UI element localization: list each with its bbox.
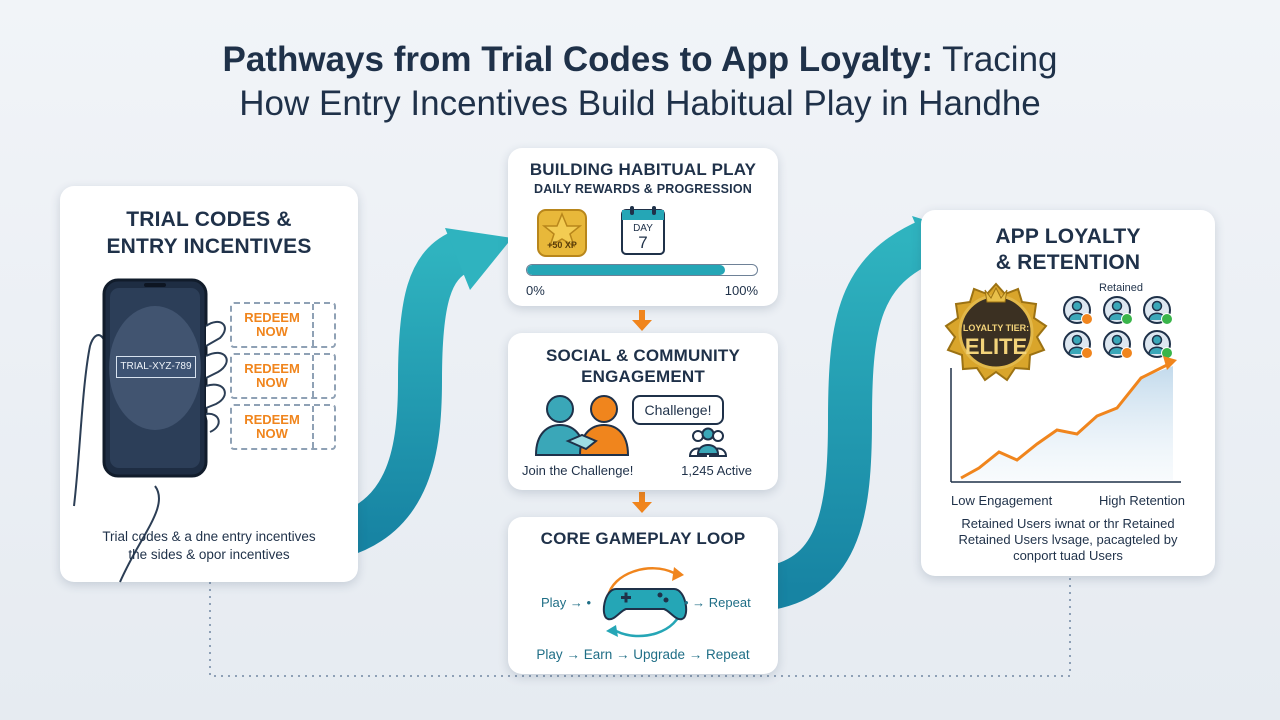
app-loyalty-card: APP LOYALTY & RETENTION LOYALTY TIER: EL… (921, 210, 1215, 576)
progress-fill (527, 265, 725, 275)
return-dotted-line (209, 578, 1071, 677)
elite-tier-badge-icon (944, 282, 1048, 382)
loop-step-3: Repeat (706, 647, 750, 662)
loop-step-1: Earn (583, 647, 613, 662)
ticket-2-line1: REDEEM (244, 361, 300, 376)
retained-user-icon (1143, 330, 1173, 359)
loop-left-label: Play → • (541, 595, 592, 610)
bubble-text: Challenge! (644, 402, 712, 418)
trial-title-line1: TRIAL CODES & (126, 208, 292, 231)
ticket-1-line2: NOW (256, 324, 288, 339)
ticket-2-line2: NOW (256, 375, 288, 390)
social-title-line1: SOCIAL & COMMUNITY (545, 346, 741, 365)
core-title: CORE GAMEPLAY LOOP (540, 529, 746, 548)
loop-right-text: Repeat (708, 595, 751, 610)
loyalty-title-line2: & RETENTION (995, 251, 1141, 274)
ticket-3-line2: NOW (256, 426, 288, 441)
trial-title-line2: ENTRY INCENTIVES (106, 235, 312, 258)
trial-caption-line1: Trial codes & a dne entry incentives (102, 529, 316, 544)
xp-star-badge-icon (537, 209, 587, 257)
loyalty-title: APP LOYALTY & RETENTION (921, 224, 1215, 276)
trial-caption: Trial codes & a dne entry incentives the… (60, 528, 358, 564)
title-line1-rest: Tracing (933, 40, 1058, 79)
growth-trend-chart (950, 356, 1181, 483)
ticket-1-line1: REDEEM (244, 310, 300, 325)
badge-tier-label: LOYALTY TIER: (962, 323, 1030, 333)
retained-user-icon (1103, 296, 1133, 325)
progress-min-label: 0% (526, 283, 545, 298)
loyalty-caption: Retained Users iwnat or thr Retained Ret… (921, 516, 1215, 564)
flow-arrow-1 (332, 231, 471, 558)
habitual-play-card: BUILDING HABITUAL PLAY DAILY REWARDS & P… (508, 148, 778, 306)
loop-step-arrow: → (612, 647, 634, 662)
active-count-label: 1,245 Active (681, 463, 752, 478)
loop-step-arrow: → (562, 647, 584, 662)
retained-user-icon (1063, 296, 1093, 325)
trial-code-box: TRIAL-XYZ-789 (116, 356, 196, 378)
challenge-speech-bubble: Challenge! (632, 395, 724, 425)
ticket-3-line1: REDEEM (244, 412, 300, 427)
retained-user-icon (1143, 296, 1173, 325)
calendar-day-label: DAY (633, 223, 653, 234)
loop-left-text: Play (541, 595, 567, 610)
progress-max-label: 100% (724, 283, 758, 298)
trial-title: TRIAL CODES & ENTRY INCENTIVES (60, 206, 358, 260)
loyalty-caption-line2: Retained Users lvsage, pacagteled by (958, 532, 1178, 547)
retained-user-icon (1063, 330, 1093, 359)
axis-low-label: Low Engagement (951, 493, 1053, 508)
core-gameplay-card: CORE GAMEPLAY LOOP Play → • • → Repeat P… (508, 517, 778, 674)
page-title: Pathways from Trial Codes to App Loyalty… (0, 38, 1280, 126)
axis-high-label: High Retention (1099, 493, 1185, 508)
down-arrow-icon (632, 310, 652, 331)
calendar-day-number: 7 (638, 233, 648, 252)
retained-users-grid-icon (1063, 296, 1173, 359)
trial-codes-card: TRIAL CODES & ENTRY INCENTIVES TRIAL-XYZ… (60, 186, 358, 583)
loop-step-arrow: → (685, 647, 707, 662)
loop-steps-row: Play → Earn → Upgrade → Repeat (508, 647, 778, 662)
trial-code-text: TRIAL-XYZ-789 (120, 361, 192, 372)
trial-caption-line2: the sides & opor incentives (128, 547, 290, 562)
habit-subtitle: DAILY REWARDS & PROGRESSION (534, 182, 752, 196)
xp-badge-text: +50 XP (547, 240, 577, 250)
handshake-people-icon (534, 395, 630, 456)
calendar-icon (621, 206, 665, 255)
loyalty-caption-line1: Retained Users iwnat or thr Retained (961, 516, 1175, 531)
social-title: SOCIAL & COMMUNITY ENGAGEMENT (508, 345, 778, 387)
loop-step-0: Play (536, 647, 563, 662)
badge-tier-value: ELITE (964, 334, 1028, 359)
join-challenge-label[interactable]: Join the Challenge! (522, 463, 634, 478)
loop-right-label: • → Repeat (684, 595, 751, 610)
retained-user-icon (1103, 330, 1133, 359)
flow-arrow-1-head (445, 228, 512, 290)
title-line1-bold: Pathways from Trial Codes to App Loyalty… (222, 40, 934, 79)
title-line2: How Entry Incentives Build Habitual Play… (239, 84, 1041, 123)
habit-title: BUILDING HABITUAL PLAY (529, 160, 757, 179)
loyalty-caption-line3: conport tuad Users (1013, 548, 1123, 563)
social-title-line2: ENGAGEMENT (581, 367, 705, 386)
loyalty-title-line1: APP LOYALTY (995, 225, 1141, 248)
group-users-icon (688, 427, 728, 457)
down-arrow-icon (632, 492, 652, 513)
social-community-card: SOCIAL & COMMUNITY ENGAGEMENT Challenge!… (508, 333, 778, 490)
progress-track (526, 264, 758, 276)
retained-label: Retained (1099, 282, 1144, 294)
hand-holding-phone-icon (73, 278, 228, 583)
loop-step-2: Upgrade (633, 647, 686, 662)
flow-arrow-2 (764, 219, 940, 610)
loop-cycle-icon (602, 567, 688, 638)
